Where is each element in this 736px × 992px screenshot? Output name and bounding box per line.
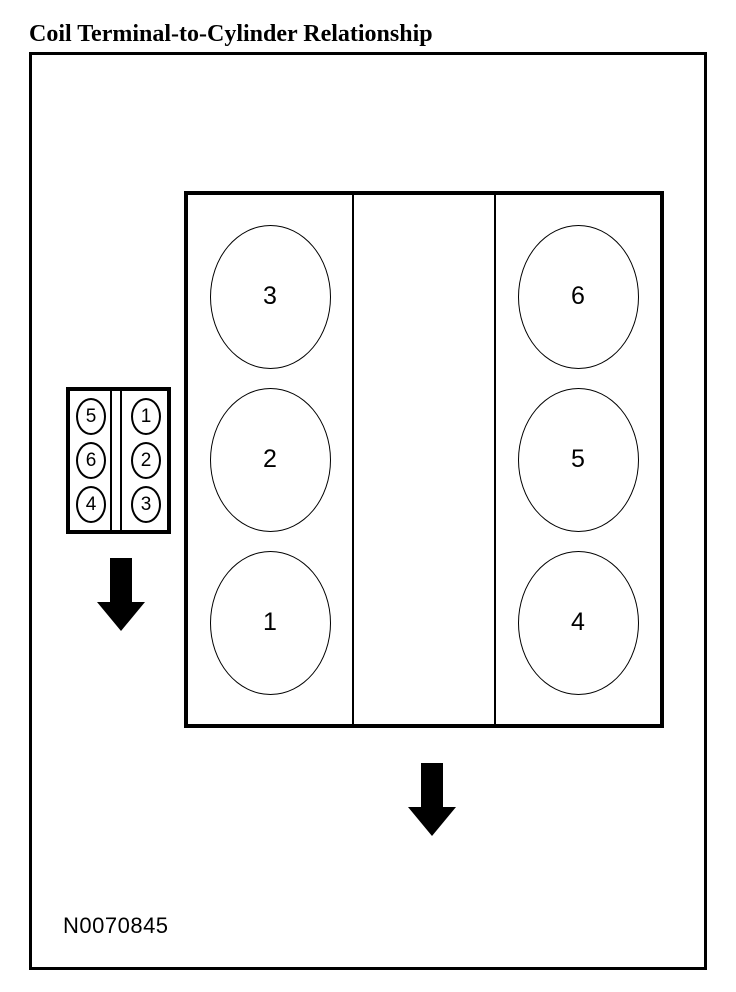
engine-block-divider-right xyxy=(494,195,496,724)
engine-orientation-arrow xyxy=(408,763,456,836)
cylinder[interactable]: 1 xyxy=(209,550,331,695)
coil-divider-right xyxy=(120,391,122,530)
coil-terminal[interactable]: 6 xyxy=(76,441,106,479)
engine-block: 3 2 1 6 5 4 xyxy=(184,191,664,728)
engine-block-divider-left xyxy=(352,195,354,724)
cylinder[interactable]: 6 xyxy=(517,224,639,369)
cylinder-bank-right: 6 5 4 xyxy=(496,195,660,724)
ignition-coil-pack: 5 6 4 1 2 3 xyxy=(66,387,171,534)
cylinder-bank-left: 3 2 1 xyxy=(188,195,352,724)
reference-number: N0070845 xyxy=(63,913,169,938)
coil-terminal[interactable]: 5 xyxy=(76,397,106,435)
coil-terminal[interactable]: 3 xyxy=(131,486,161,524)
coil-divider-left xyxy=(110,391,112,530)
cylinder[interactable]: 3 xyxy=(209,224,331,369)
coil-terminal[interactable]: 4 xyxy=(76,486,106,524)
coil-terminal[interactable]: 2 xyxy=(131,441,161,479)
cylinder[interactable]: 5 xyxy=(517,387,639,532)
page-title: Coil Terminal-to-Cylinder Relationship xyxy=(29,21,433,47)
cylinder[interactable]: 2 xyxy=(209,387,331,532)
coil-orientation-arrow xyxy=(97,558,145,631)
cylinder[interactable]: 4 xyxy=(517,550,639,695)
coil-terminal-column-left: 5 6 4 xyxy=(70,391,112,530)
coil-terminal-column-right: 1 2 3 xyxy=(125,391,167,530)
coil-terminal[interactable]: 1 xyxy=(131,397,161,435)
